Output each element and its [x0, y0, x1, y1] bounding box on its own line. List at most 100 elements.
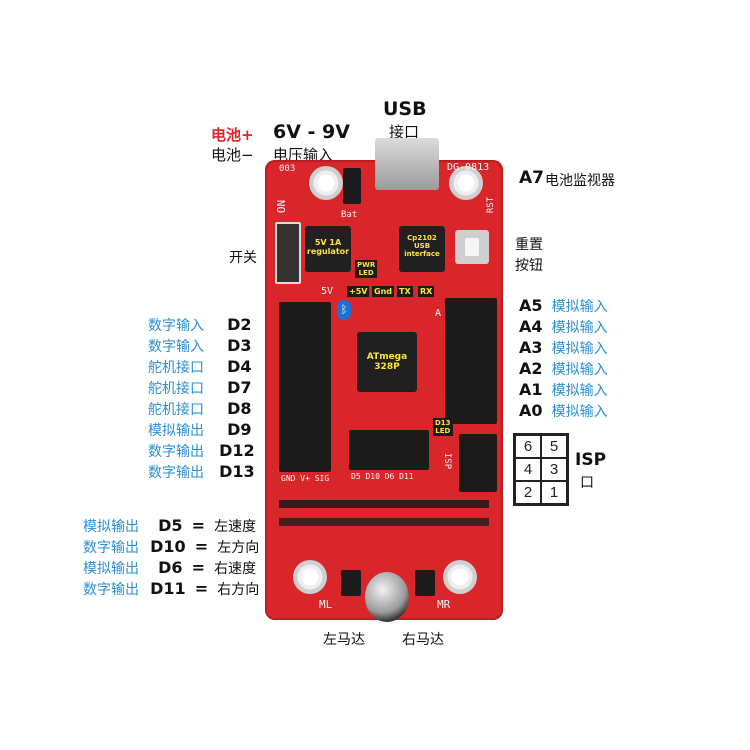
right-motor-connector[interactable] [415, 570, 435, 596]
a7-desc: 电池监视器 [545, 173, 615, 189]
usb-title: USB [383, 98, 427, 120]
isp-header[interactable] [459, 434, 497, 492]
reset-button[interactable] [455, 230, 489, 264]
right-motor-label: 右马达 [402, 632, 444, 648]
usb-interface-chip: Cp2102 USB interface [399, 226, 445, 272]
digital-pin-row: 舵机接口 D7 [148, 378, 252, 398]
pin-label: A4 [519, 317, 543, 336]
isp-pin-number: 6 [515, 435, 541, 458]
mcu-line2: 328P [374, 362, 400, 372]
motor-pin-row: 数字输出 D11 = 右方向 [83, 579, 259, 599]
pin-desc: 数字输出 [83, 582, 139, 598]
analog-pin-row: A1 模拟输入 [519, 380, 608, 400]
rx-label: RX [418, 286, 435, 297]
controller-board: 003 DG-0813 ON Bat RST 5V 1A regulator C… [265, 138, 503, 622]
digital-pin-row: 舵机接口 D4 [148, 357, 252, 377]
regulator-chip: 5V 1A regulator [305, 226, 351, 272]
pin-desc: 模拟输出 [148, 423, 204, 439]
motor-pin-row: 模拟输出 D6 = 右速度 [83, 558, 256, 578]
pin-eq: = [194, 579, 209, 598]
pin-label: D4 [227, 357, 252, 376]
pin-desc: 模拟输入 [551, 404, 608, 420]
voltage-range: 6V - 9V [273, 121, 350, 143]
pin-label: D2 [227, 315, 252, 334]
gnd-label: Gnd [372, 286, 394, 297]
capacitor [365, 572, 409, 622]
pin-label: D7 [227, 378, 252, 397]
usb-subtitle: 接口 [389, 123, 420, 141]
header-labels-silk: GND V+ SIG [281, 474, 330, 483]
pin-eq: = [191, 516, 206, 535]
board-code: 003 [279, 164, 296, 174]
pin-func: 左速度 [214, 519, 257, 535]
battery-connector[interactable] [343, 168, 361, 204]
pin-label: D9 [227, 420, 252, 439]
d13-led-line2: LED [435, 427, 451, 435]
pwr-led-line1: PWR [357, 261, 376, 269]
pin-desc: 模拟输出 [83, 519, 139, 535]
mount-hole-top-left [309, 166, 343, 200]
ml-silk: ML [319, 598, 333, 611]
five-v-label: 5V [321, 286, 334, 297]
pin-eq: = [194, 537, 209, 556]
pin-label: D8 [227, 399, 252, 418]
servo-header-left[interactable] [279, 302, 331, 472]
isp-title: ISP [575, 450, 607, 470]
plus5v-label: +5V [347, 286, 370, 297]
analog-pin-row: A3 模拟输入 [519, 338, 608, 358]
digital-pin-row: 数字输入 D2 [148, 315, 252, 335]
motor-pin-row: 模拟输出 D5 = 左速度 [83, 516, 256, 536]
pin-desc: 舵机接口 [148, 381, 204, 397]
pin-desc: 模拟输出 [83, 561, 139, 577]
analog-pin-row: A0 模拟输入 [519, 401, 608, 421]
pin-eq: = [191, 558, 206, 577]
pin-desc: 模拟输入 [551, 299, 608, 315]
isp-pin-number: 2 [515, 481, 541, 504]
pin-label: D12 [219, 441, 255, 460]
pin-label: D3 [227, 336, 252, 355]
pin-label: A3 [519, 338, 543, 357]
pin-desc: 模拟输入 [551, 383, 608, 399]
pin-label: D5 [158, 516, 183, 535]
usb-chip-line3: interface [404, 250, 440, 258]
analog-header-right[interactable] [445, 298, 497, 424]
pin-desc: 数字输出 [148, 465, 204, 481]
motor-driver-components-2 [279, 518, 489, 526]
board-model: DG-0813 [447, 162, 490, 173]
digital-pin-row: 数字输出 D12 [148, 441, 255, 461]
pin-func: 右速度 [214, 561, 257, 577]
rst-label: RST [486, 196, 497, 214]
usb-chip-line2: USB [413, 242, 431, 250]
usb-port[interactable] [375, 138, 439, 190]
pin-label: D10 [150, 537, 186, 556]
mount-hole-top-right [449, 166, 483, 200]
battery-minus-label: 电池− [211, 146, 254, 164]
analog-pin-row: A5 模拟输入 [519, 296, 608, 316]
pin-label: A2 [519, 359, 543, 378]
pin-desc: 模拟输入 [551, 320, 608, 336]
motor-pin-header[interactable] [349, 430, 429, 470]
on-label: ON [275, 199, 289, 214]
isp-silk: ISP [442, 452, 453, 470]
battery-plus-label: 电池+ [211, 126, 254, 144]
bluetooth-icon: ᛒ [337, 300, 351, 320]
pin-label: D6 [158, 558, 183, 577]
mount-hole-bottom-right [443, 560, 477, 594]
digital-pin-row: 模拟输出 D9 [148, 420, 252, 440]
pin-desc: 数字输入 [148, 318, 204, 334]
mcu-line1: ATmega [366, 352, 408, 362]
left-motor-connector[interactable] [341, 570, 361, 596]
tx-label: TX [397, 286, 413, 297]
pin-desc: 模拟输入 [551, 362, 608, 378]
mount-hole-bottom-left [293, 560, 327, 594]
switch-label: 开关 [229, 250, 257, 266]
pin-desc: 数字输出 [83, 540, 139, 556]
mr-silk: MR [437, 598, 451, 611]
motor-pin-row: 数字输出 D10 = 左方向 [83, 537, 259, 557]
digital-pin-row: 数字输出 D13 [148, 462, 255, 482]
isp-pin-number: 3 [541, 458, 567, 481]
mcu-chip: ATmega 328P [357, 332, 417, 392]
power-switch[interactable] [275, 222, 301, 284]
a-silk: A [435, 308, 442, 319]
voltage-input-label: 电压输入 [273, 146, 334, 164]
